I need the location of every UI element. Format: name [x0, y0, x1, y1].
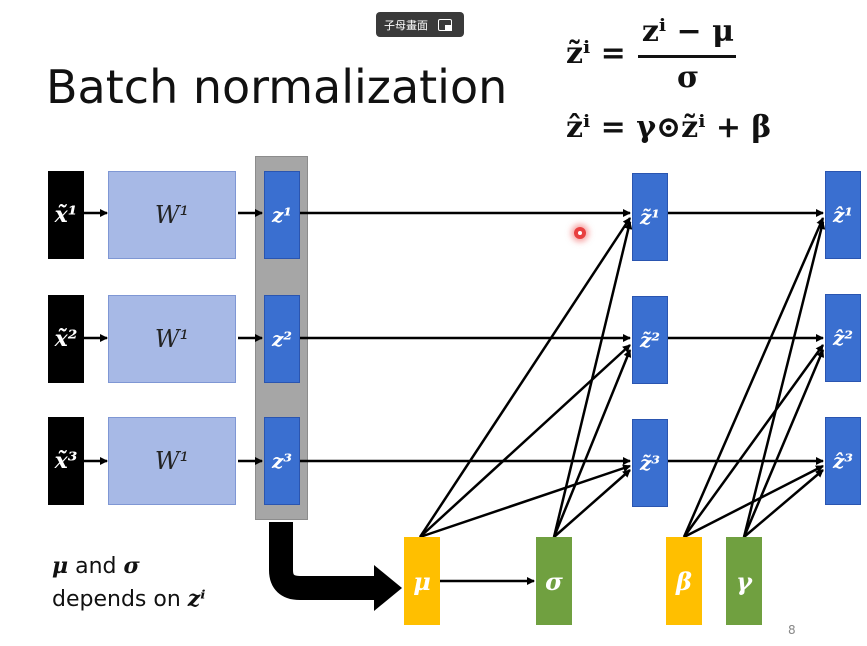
- fraction-bar: [638, 55, 736, 58]
- picture-in-picture-icon: [438, 18, 452, 31]
- sigma-box: σ: [536, 537, 572, 625]
- gamma-box: γ: [726, 537, 762, 625]
- input-x1: x̃¹: [48, 171, 84, 259]
- input-x2: x̃²: [48, 295, 84, 383]
- input-x3: x̃³: [48, 417, 84, 505]
- z-box-3: z³: [264, 417, 300, 505]
- z-tilde-box-3: z̃³: [632, 419, 668, 507]
- dependency-note: μ and σ depends on zⁱ: [52, 550, 206, 616]
- z-tilde-box-1: z̃¹: [632, 173, 668, 261]
- weight-box-2: W¹: [108, 295, 236, 383]
- big-arrow-head: [374, 565, 402, 611]
- formula-normalize-numerator: zⁱ − μ: [641, 14, 735, 49]
- z-hat-box-1: ẑ¹: [825, 171, 861, 259]
- formula-normalize-lhs: z̃ⁱ =: [566, 36, 626, 71]
- z-hat-box-2: ẑ²: [825, 294, 861, 382]
- laser-pointer-dot: [574, 227, 586, 239]
- z-box-2: z²: [264, 295, 300, 383]
- pip-label: 子母畫面: [384, 18, 428, 32]
- note-sigma: σ: [123, 553, 140, 579]
- z-tilde-box-2: z̃²: [632, 296, 668, 384]
- note-depends-on: depends on: [52, 587, 188, 612]
- weight-box-3: W¹: [108, 417, 236, 505]
- weight-box-1: W¹: [108, 171, 236, 259]
- big-curved-arrow: [269, 522, 378, 600]
- z-box-1: z¹: [264, 171, 300, 259]
- note-mu: μ: [52, 553, 69, 579]
- note-zi: zⁱ: [187, 586, 206, 612]
- note-line-2: depends on zⁱ: [52, 583, 206, 616]
- page-number: 8: [788, 623, 796, 637]
- beta-box: β: [666, 537, 702, 625]
- formula-scale-shift: ẑⁱ = γ⊙z̃ⁱ + β: [566, 110, 772, 145]
- mu-box: μ: [404, 537, 440, 625]
- z-hat-box-3: ẑ³: [825, 417, 861, 505]
- slide-title: Batch normalization: [46, 60, 508, 114]
- note-and: and: [68, 554, 124, 579]
- note-line-1: μ and σ: [52, 550, 206, 583]
- picture-in-picture-button[interactable]: 子母畫面: [376, 12, 464, 37]
- formula-normalize-denominator: σ: [676, 60, 700, 95]
